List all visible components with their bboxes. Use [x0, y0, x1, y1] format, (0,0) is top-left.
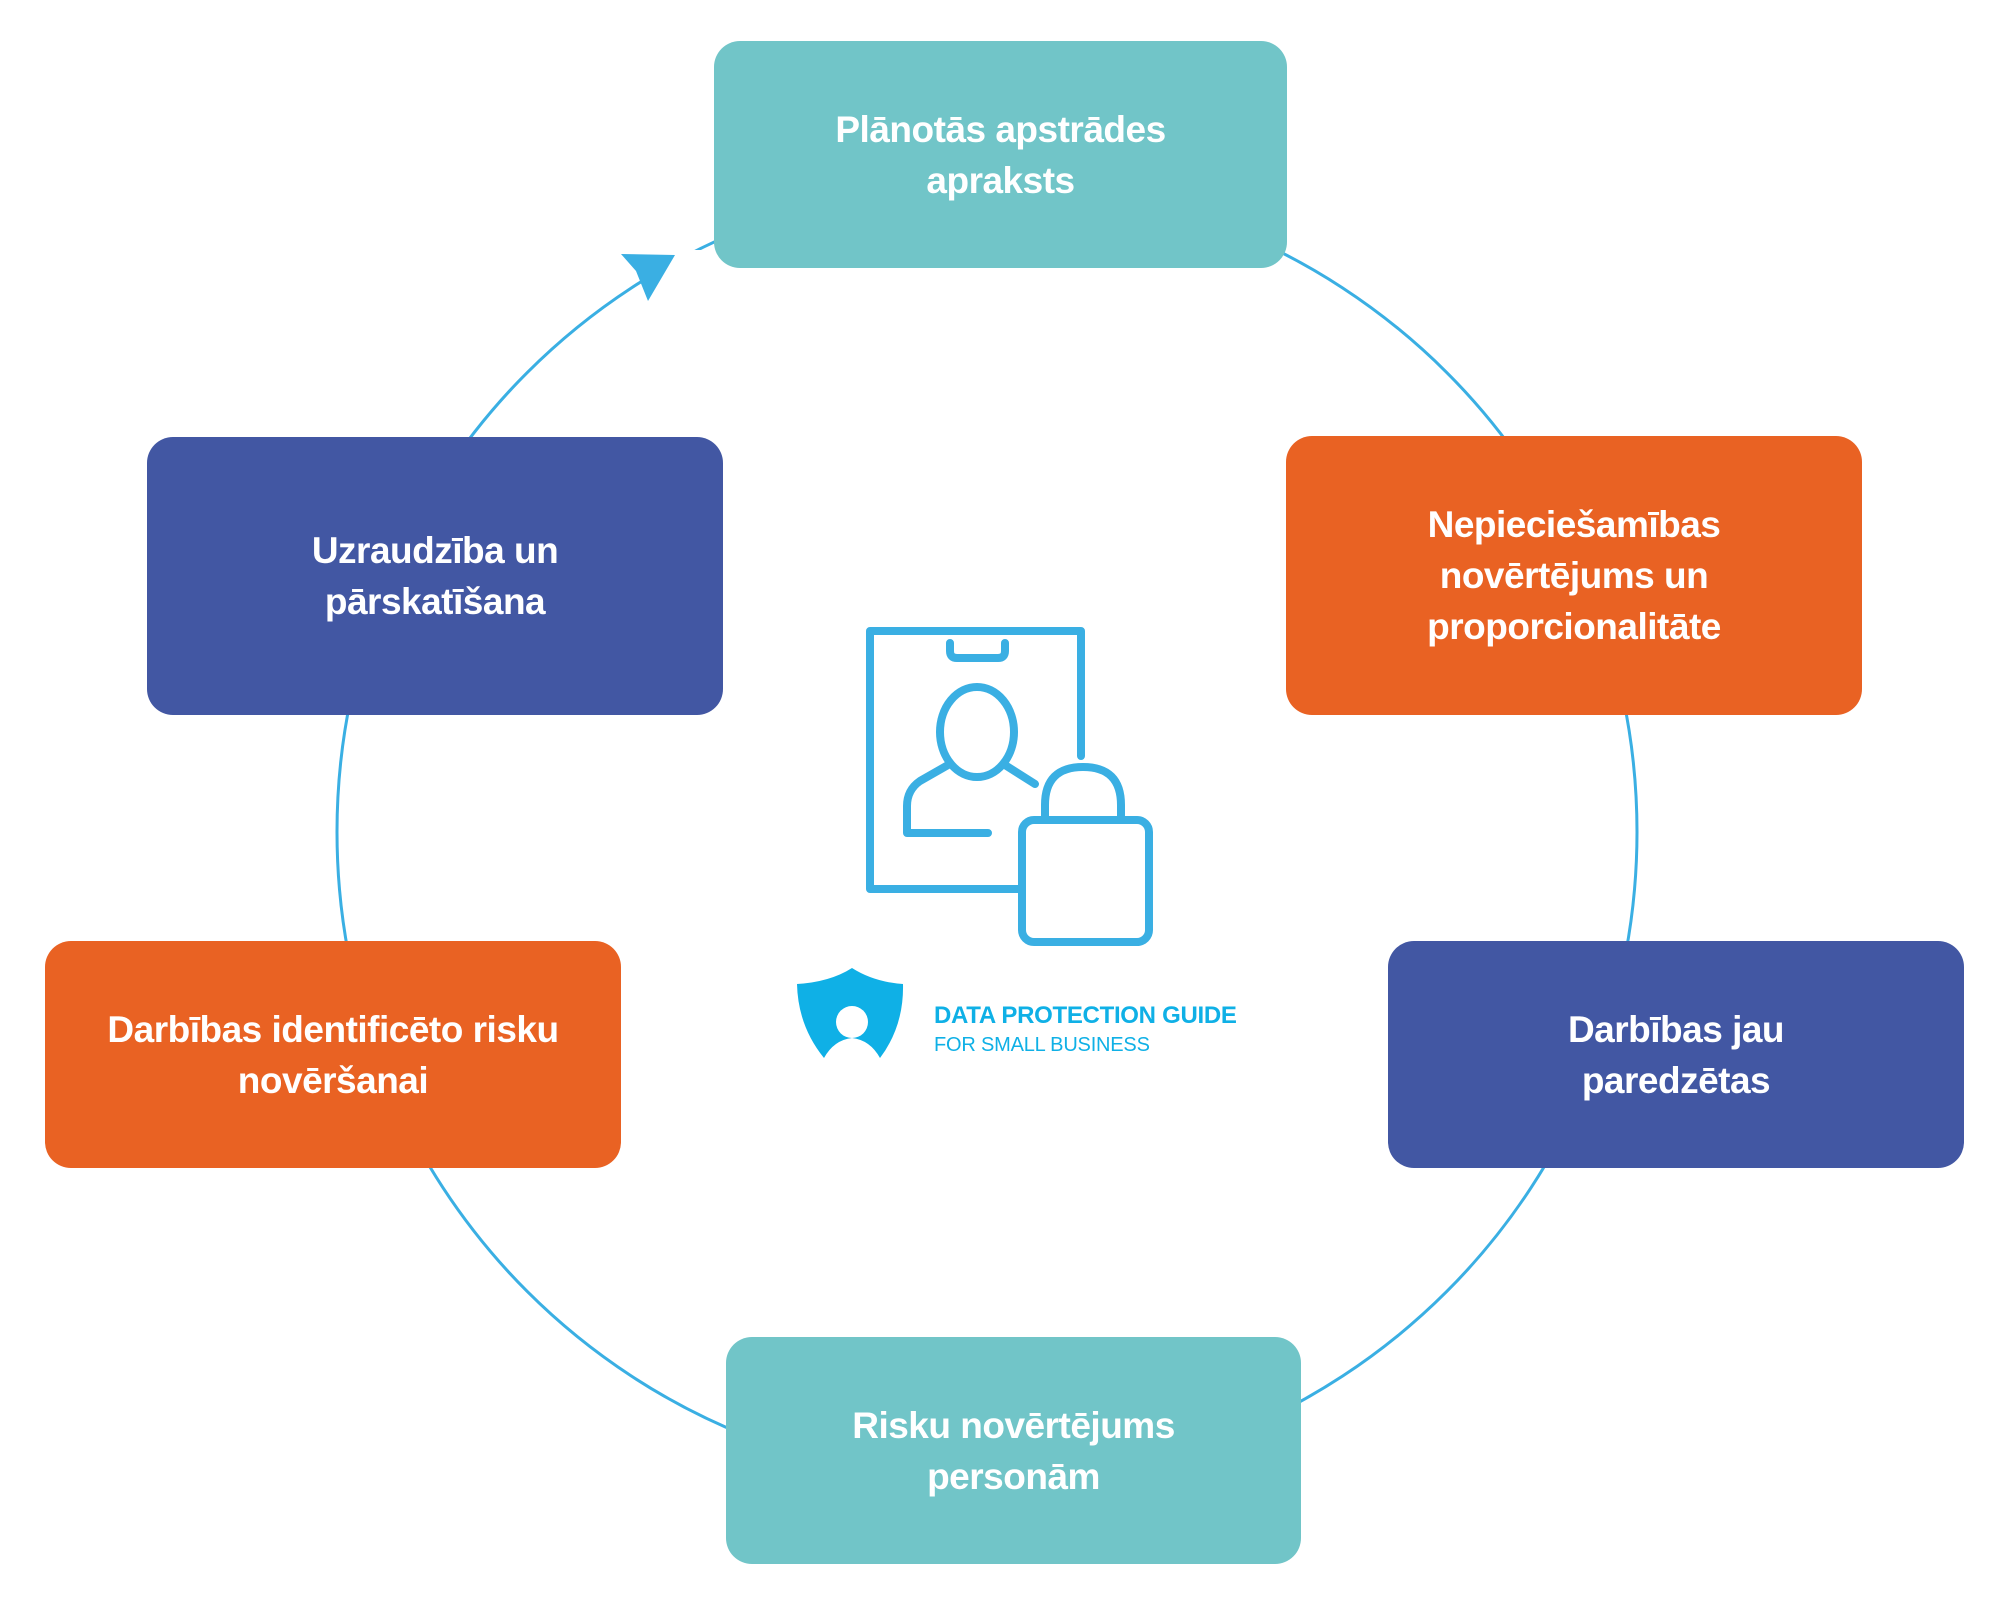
step-label: Nepieciešamības novērtējums un proporcio… [1427, 499, 1721, 652]
step-label: Darbības identificēto risku novēršanai [107, 1004, 559, 1106]
step-box-planned-measures: Darbības jau paredzētas [1388, 941, 1964, 1168]
step-label: Darbības jau paredzētas [1567, 1004, 1785, 1106]
person-body [903, 761, 1039, 837]
step-label-line: pārskatīšana [324, 581, 546, 622]
person-head [936, 683, 1018, 781]
shield-person-head [836, 1006, 868, 1038]
step-label: Uzraudzība un pārskatīšana [311, 525, 559, 627]
shield-person-icon [797, 968, 904, 1058]
clipboard-clip [946, 639, 1009, 662]
clipboard-person-lock-icon [866, 627, 1153, 946]
lock-shackle [1041, 763, 1125, 822]
logo-subtitle: FOR SMALL BUSINESS [934, 1034, 1150, 1056]
step-label-line: Nepieciešamības [1427, 504, 1721, 545]
step-box-risk-mitigation: Darbības identificēto risku novēršanai [45, 941, 621, 1168]
logo-title: DATA PROTECTION GUIDE [934, 1002, 1237, 1029]
step-label-line: Risku novērtējums [852, 1404, 1175, 1446]
lock-body [1018, 816, 1153, 946]
step-box-processing-description: Plānotās apstrādes apraksts [714, 41, 1287, 268]
step-label-line: novērtējums un [1439, 555, 1709, 596]
step-box-necessity-assessment: Nepieciešamības novērtējums un proporcio… [1286, 436, 1862, 715]
step-label-line: proporcionalitāte [1427, 606, 1721, 647]
clipboard-outline [866, 627, 1085, 893]
step-label: Risku novērtējums personām [852, 1400, 1175, 1502]
step-label-line: Plānotās apstrādes [835, 108, 1166, 150]
step-box-risk-assessment: Risku novērtējums personām [726, 1337, 1301, 1564]
step-label-line: novēršanai [237, 1059, 429, 1101]
step-label-line: Darbības jau [1567, 1008, 1785, 1050]
cycle-arrowhead-icon [621, 254, 675, 301]
step-label-line: Uzraudzība un [311, 530, 559, 571]
step-label: Plānotās apstrādes apraksts [835, 104, 1166, 206]
step-box-monitoring-review: Uzraudzība un pārskatīšana [147, 437, 723, 715]
step-label-line: Darbības identificēto risku [107, 1008, 559, 1050]
step-label-line: apraksts [926, 159, 1075, 201]
step-label-line: paredzētas [1581, 1059, 1771, 1101]
step-label-line: personām [927, 1455, 1100, 1497]
